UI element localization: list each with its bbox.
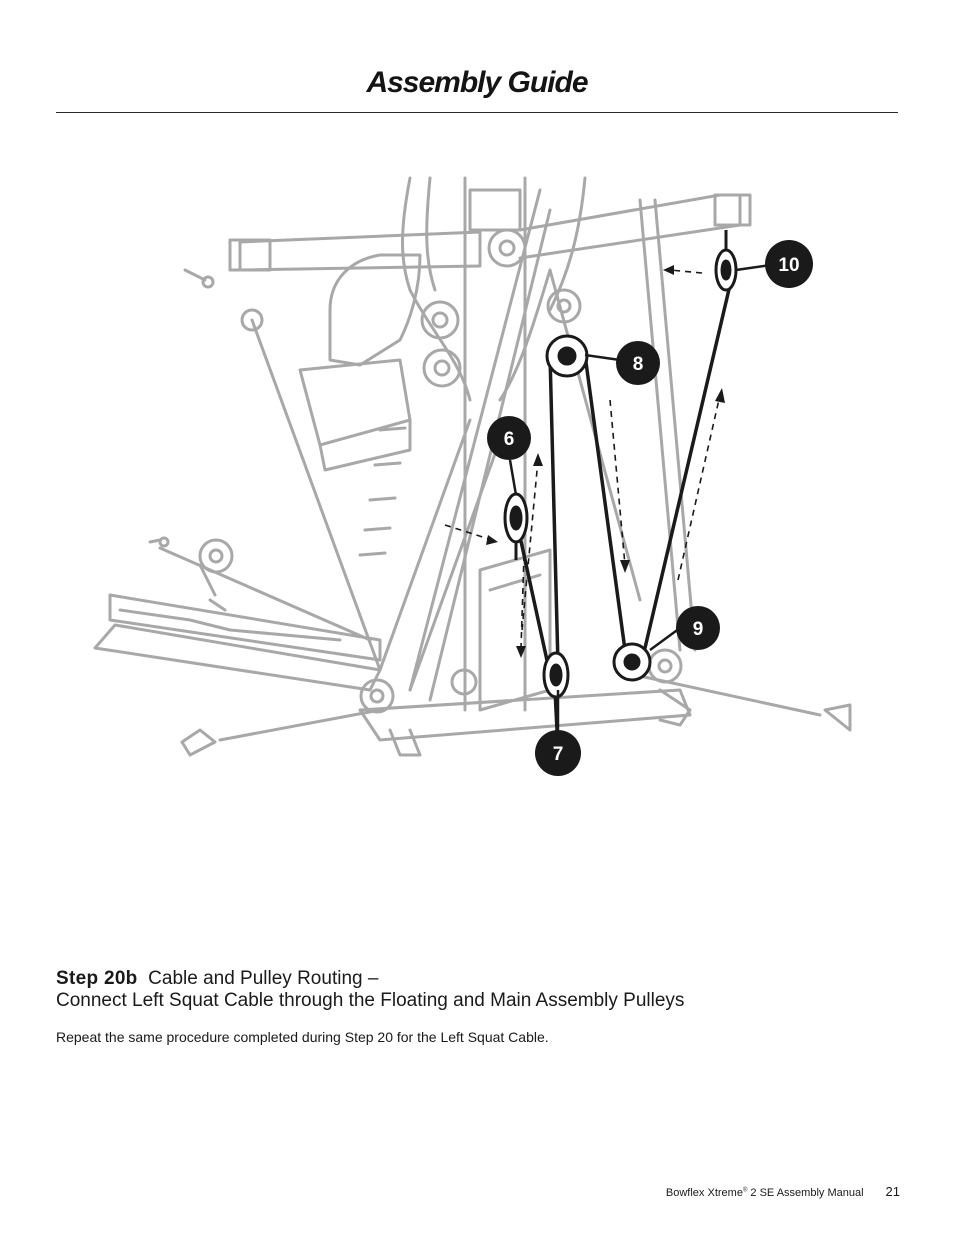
svg-text:9: 9 [693, 619, 704, 640]
page-title: Assembly Guide [366, 66, 588, 99]
page-footer: Bowflex Xtreme® 2 SE Assembly Manual 21 [666, 1184, 900, 1199]
step-instructions: Repeat the same procedure completed duri… [56, 1029, 549, 1045]
step-label: Step 20b [56, 968, 138, 989]
highlighted-pulleys [503, 230, 738, 699]
callout-8: 8 [616, 341, 660, 385]
callout-leaders [508, 262, 779, 730]
callout-10: 10 [765, 240, 813, 288]
callout-9: 9 [676, 606, 720, 650]
step-title-line2: Connect Left Squat Cable through the Flo… [56, 990, 685, 1011]
cable-segment-7-8 [548, 353, 560, 667]
machine-frame [93, 176, 852, 757]
callout-7: 7 [535, 730, 581, 776]
svg-text:10: 10 [778, 255, 799, 276]
page-number: 21 [885, 1184, 900, 1199]
svg-text:6: 6 [504, 429, 515, 450]
callout-6: 6 [487, 416, 531, 460]
svg-text:7: 7 [553, 744, 564, 765]
arrow-heads [486, 265, 725, 658]
pulley-routing-diagram: 10 8 6 9 7 [93, 176, 852, 776]
cable-segment-9-10 [643, 283, 732, 650]
footer-manual-name: Bowflex Xtreme® 2 SE Assembly Manual [665, 1187, 864, 1199]
step-title-line1: Cable and Pulley Routing – [148, 968, 379, 989]
cable-segment-8-9 [583, 353, 627, 652]
title-divider [56, 112, 898, 113]
direction-arrows [444, 269, 721, 631]
svg-text:8: 8 [633, 354, 644, 375]
step-heading: Step 20b Cable and Pulley Routing – Conn… [56, 968, 916, 1012]
